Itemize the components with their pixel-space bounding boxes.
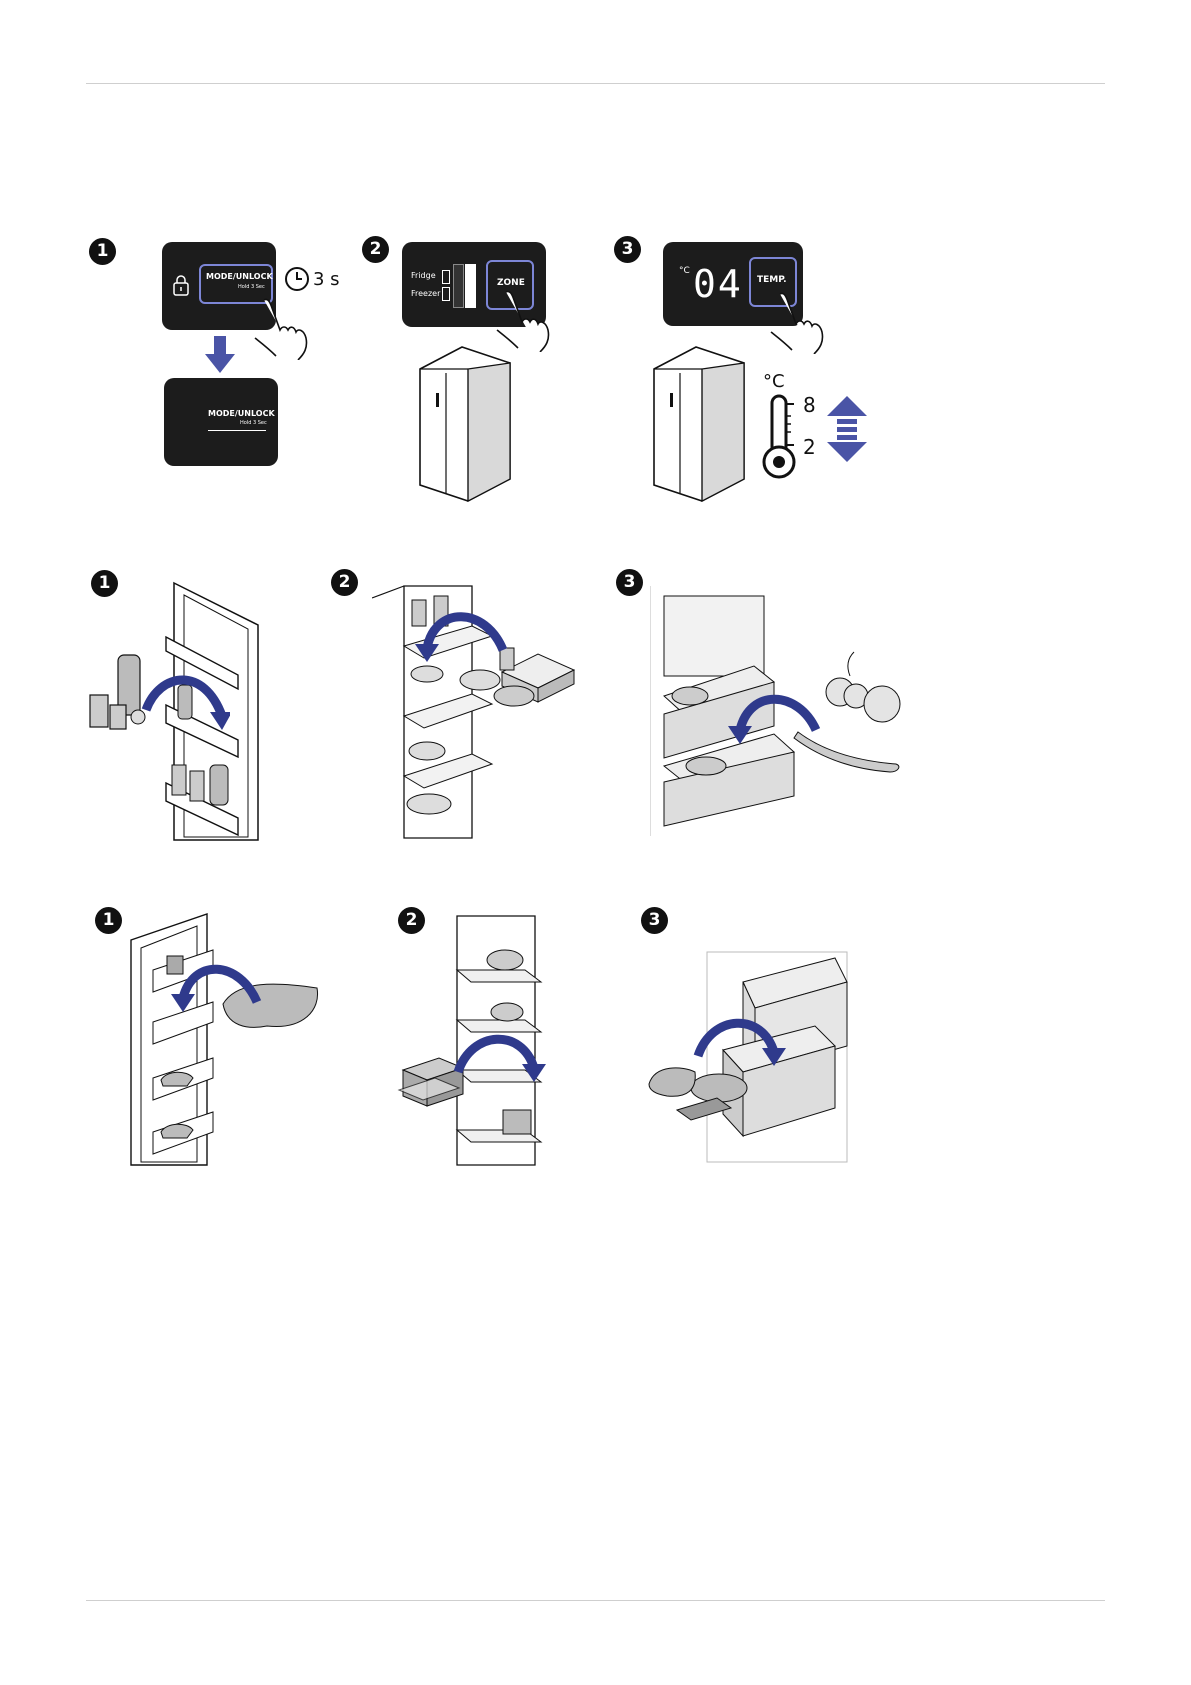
down-arrow-icon (205, 336, 235, 376)
curved-arrow-icon (171, 958, 267, 1028)
timer-label: 3 s (313, 269, 340, 290)
refrigerator-illustration (652, 343, 748, 503)
step-number: 2 (331, 569, 358, 596)
temp-unit: °C (679, 266, 690, 276)
freezer-label: Freezer (411, 289, 440, 298)
lock-icon (171, 274, 191, 298)
thermometer-icon (758, 392, 802, 482)
hand-pointer-icon (492, 282, 562, 352)
step-number: 3 (616, 569, 643, 596)
fridge-label: Fridge (411, 271, 436, 280)
step-number: 1 (95, 907, 122, 934)
step-number: 3 (641, 907, 668, 934)
curved-arrow-icon (450, 1028, 550, 1098)
zone-indicator (442, 287, 450, 301)
step-number: 3 (614, 236, 641, 263)
temp-display: 04 (693, 262, 743, 306)
refrigerator-illustration (418, 343, 514, 503)
mode-unlock-label: MODE/UNLOCK (208, 409, 275, 418)
step-number: 2 (362, 236, 389, 263)
curved-arrow-icon (140, 666, 230, 736)
zone-bar (465, 264, 476, 308)
up-down-arrows-icon (827, 396, 867, 462)
curved-arrow-icon (728, 690, 828, 760)
top-rule (86, 83, 1105, 84)
mode-unlock-label: MODE/UNLOCK (206, 272, 273, 281)
bottom-rule (86, 1600, 1105, 1601)
freezer-door-illustration (127, 910, 327, 1170)
thermometer-unit: °C (763, 371, 785, 392)
thermometer-min: 2 (803, 435, 816, 459)
underline (208, 430, 266, 431)
hand-pointer-icon (250, 290, 320, 360)
thermometer-max: 8 (803, 393, 816, 417)
control-panel-unlocked: MODE/UNLOCK Hold 3 Sec (164, 378, 278, 466)
curved-arrow-icon (690, 1012, 790, 1082)
mode-unlock-sub: Hold 3 Sec (240, 420, 267, 426)
step-number: 1 (89, 238, 116, 265)
curved-arrow-icon (415, 608, 515, 678)
zone-indicator (442, 270, 450, 284)
clock-icon (284, 266, 310, 292)
zone-bar (453, 264, 464, 308)
hand-pointer-icon (766, 284, 836, 354)
